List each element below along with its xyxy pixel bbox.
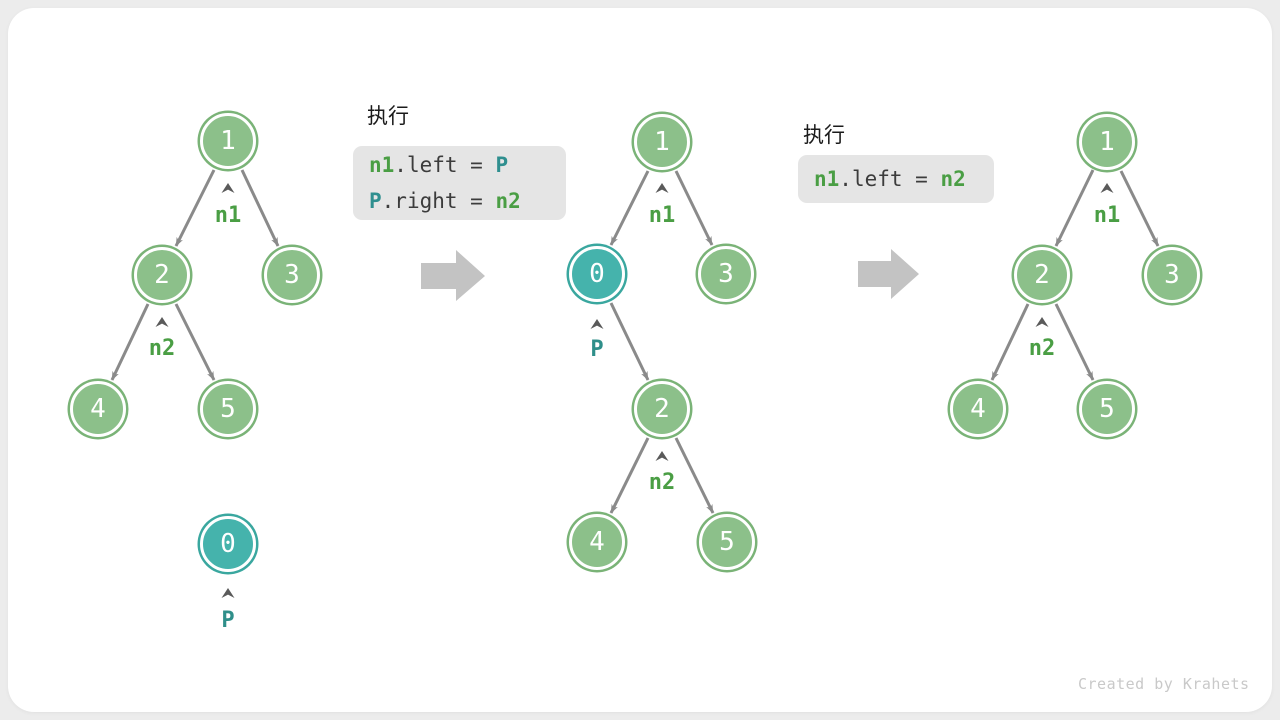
code-token-p: P [495, 153, 509, 177]
code-token-p: P [369, 189, 382, 213]
pointer-label-p: P [590, 337, 604, 362]
tree-node: 2 [634, 381, 690, 437]
code-block: n1.left = n2 [798, 155, 994, 203]
pointer-label-n1: n1 [648, 203, 676, 228]
node-value: 4 [970, 394, 986, 424]
pointer-label-p: P [221, 608, 235, 633]
tree-node-p: 0 [200, 516, 256, 572]
code-block: n1.left = P P.right = n2 [353, 146, 566, 220]
tree-node: 3 [264, 247, 320, 303]
code-line: n1.left = P [369, 147, 550, 183]
node-value: 1 [220, 126, 236, 156]
node-value: 5 [220, 394, 236, 424]
step-title: 执行 [367, 104, 409, 128]
tree-node: 2 [1014, 247, 1070, 303]
code-token: .left = [839, 167, 941, 191]
node-value: 2 [654, 394, 670, 424]
tree-node: 1 [634, 114, 690, 170]
node-value: 3 [1164, 260, 1180, 290]
node-value: 3 [284, 260, 300, 290]
node-value: 4 [90, 394, 106, 424]
tree-node: 2 [134, 247, 190, 303]
node-value: 1 [654, 127, 670, 157]
tree-node: 5 [1079, 381, 1135, 437]
code-token-n2: n2 [495, 189, 521, 213]
tree-node: 4 [569, 514, 625, 570]
node-value: 0 [220, 529, 236, 559]
node-value: 2 [1034, 260, 1050, 290]
node-value: 4 [589, 527, 605, 557]
code-line: P.right = n2 [369, 183, 550, 219]
tree-node: 5 [200, 381, 256, 437]
code-token: .right = [381, 189, 496, 213]
code-token-n1: n1 [814, 167, 840, 191]
code-token-n1: n1 [369, 153, 395, 177]
pointer-label-n1: n1 [1093, 203, 1121, 228]
pointer-label-n2: n2 [148, 336, 176, 361]
tree-node: 3 [1144, 247, 1200, 303]
node-value: 0 [589, 259, 605, 289]
figure-card [8, 8, 1272, 712]
tree-node: 3 [698, 246, 754, 302]
code-token: .left = [394, 153, 496, 177]
code-token-n2: n2 [940, 167, 966, 191]
tree-node-p: 0 [569, 246, 625, 302]
code-line: n1.left = n2 [814, 161, 978, 197]
tree-node: 1 [1079, 114, 1135, 170]
node-value: 1 [1099, 127, 1115, 157]
tree-node: 5 [699, 514, 755, 570]
tree-node: 1 [200, 113, 256, 169]
node-value: 3 [718, 259, 734, 289]
watermark: Created by Krahets [1078, 675, 1250, 693]
pointer-label-n2: n2 [1028, 336, 1056, 361]
tree-node: 4 [70, 381, 126, 437]
node-value: 5 [719, 527, 735, 557]
tree-node: 4 [950, 381, 1006, 437]
pointer-label-n1: n1 [214, 203, 242, 228]
node-value: 5 [1099, 394, 1115, 424]
step-title: 执行 [803, 123, 845, 147]
pointer-label-n2: n2 [648, 470, 676, 495]
node-value: 2 [154, 260, 170, 290]
